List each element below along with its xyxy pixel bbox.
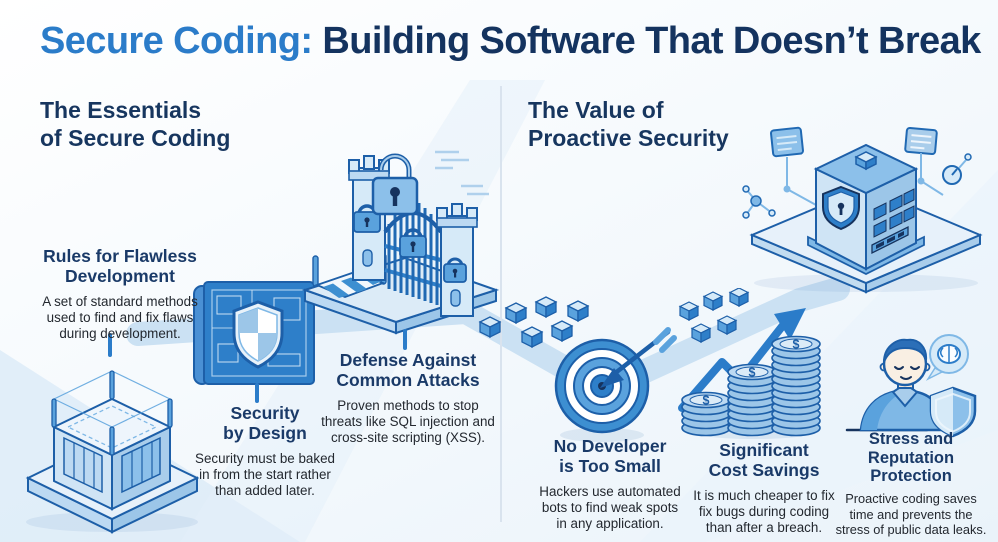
page-title: Secure Coding: Building Software That Do… bbox=[40, 20, 981, 63]
padlock-icon bbox=[371, 153, 419, 216]
info-card-body: It is much cheaper to fix fix bugs durin… bbox=[693, 487, 835, 536]
info-card-title: Security by Design bbox=[223, 403, 307, 443]
dart-icon bbox=[600, 327, 677, 388]
shield-icon bbox=[929, 386, 977, 438]
connector-line bbox=[108, 333, 112, 357]
connector-line bbox=[403, 329, 407, 350]
target-dart-illustration bbox=[554, 327, 677, 442]
dollar-symbol: $ bbox=[703, 394, 710, 408]
building-sign bbox=[871, 225, 909, 255]
building-windows bbox=[873, 188, 915, 238]
data-card-icon bbox=[770, 126, 804, 158]
info-card-no-developer: No Developer is Too Small Hackers use au… bbox=[526, 436, 694, 533]
info-card-title: Defense Against Common Attacks bbox=[336, 350, 480, 390]
info-card-rules: Rules for Flawless Development A set of … bbox=[20, 246, 220, 343]
data-card-icon bbox=[904, 126, 938, 156]
castle-gate-padlocks-illustration bbox=[301, 150, 500, 335]
shield-lock-icon bbox=[822, 185, 860, 231]
info-card-title: Stress and Reputation Protection bbox=[867, 430, 955, 486]
shield-icon bbox=[232, 300, 284, 369]
coin-stack-small: $ bbox=[681, 391, 731, 437]
gauge-icon bbox=[942, 153, 972, 185]
gate bbox=[383, 202, 443, 305]
info-card-body: Proven methods to stop threats like SQL … bbox=[321, 397, 495, 446]
section-divider bbox=[500, 86, 502, 522]
network-nodes-icon bbox=[742, 185, 776, 219]
info-card-cost-savings: Significant Cost Savings It is much chea… bbox=[684, 440, 844, 537]
coin-stack-medium: $ bbox=[727, 363, 777, 437]
section-heading-value: The Value of Proactive Security bbox=[528, 97, 729, 151]
growth-arrow-icon bbox=[678, 308, 806, 412]
section-heading-essentials: The Essentials of Secure Coding bbox=[40, 97, 231, 151]
info-card-title: No Developer is Too Small bbox=[553, 436, 667, 476]
info-card-title: Rules for Flawless Development bbox=[43, 246, 197, 286]
person-shield-brain-illustration bbox=[845, 334, 977, 438]
coin-stacks-growth-illustration: $ $ $ bbox=[678, 288, 821, 439]
padlock-icon bbox=[399, 228, 427, 258]
padlock-icon bbox=[353, 204, 381, 233]
tower-right bbox=[436, 203, 478, 317]
page-title-rest: Building Software That Doesn’t Break bbox=[322, 20, 981, 62]
info-card-body: Proactive coding saves time and prevents… bbox=[835, 490, 987, 538]
info-card-body: Hackers use automated bots to find weak … bbox=[539, 483, 681, 532]
info-card-security-by-design: Security by Design Security must be bake… bbox=[181, 403, 349, 500]
tower-left bbox=[348, 155, 390, 281]
roof-cube bbox=[854, 151, 878, 171]
info-card-body: Security must be baked in from the start… bbox=[195, 450, 335, 499]
brain-bubble-icon bbox=[925, 334, 969, 381]
coin-stack-tall: $ bbox=[771, 335, 821, 437]
page-title-highlight: Secure Coding: bbox=[40, 20, 313, 62]
connector-line bbox=[255, 383, 259, 403]
info-card-defense: Defense Against Common Attacks Proven me… bbox=[318, 350, 498, 447]
padlock-icon bbox=[443, 257, 467, 283]
info-card-stress-protection: Stress and Reputation Protection Proacti… bbox=[829, 430, 993, 538]
foundation-block-illustration bbox=[25, 370, 200, 534]
secure-building-illustration bbox=[742, 126, 983, 294]
info-card-body: A set of standard methods used to find a… bbox=[42, 293, 198, 342]
dollar-symbol: $ bbox=[793, 338, 800, 352]
dollar-symbol: $ bbox=[749, 366, 756, 380]
info-card-title: Significant Cost Savings bbox=[708, 440, 820, 480]
